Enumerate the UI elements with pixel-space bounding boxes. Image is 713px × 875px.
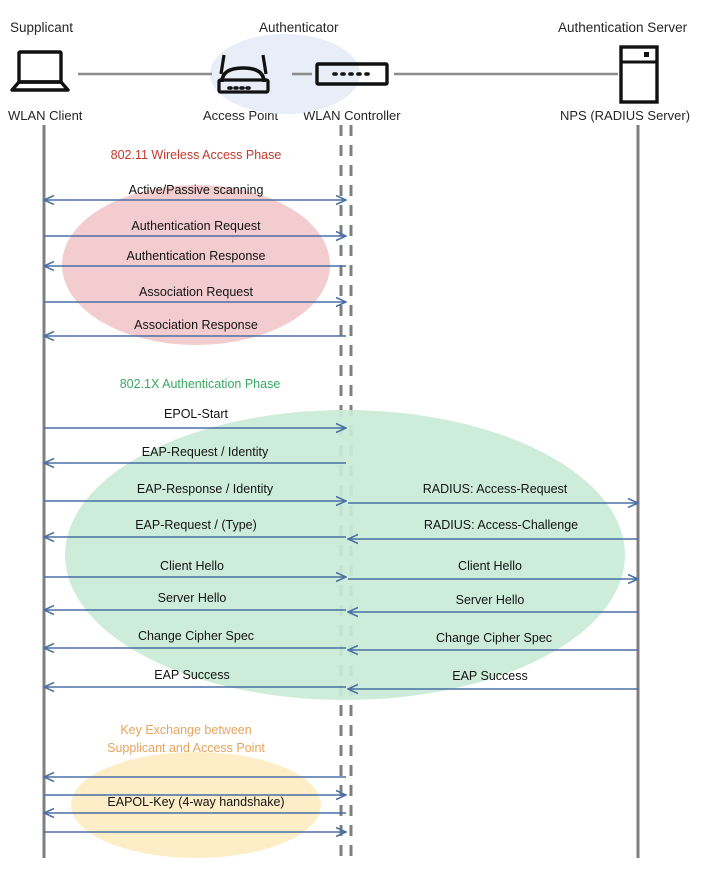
arrows-wireless-access	[44, 200, 346, 336]
wlan-controller-icon	[315, 62, 389, 86]
message-label: Authentication Response	[126, 249, 266, 263]
actor-role-authentication-server: Authentication Server	[558, 20, 688, 35]
message-label: EAP-Response / Identity	[136, 482, 274, 496]
message-label: Association Response	[134, 318, 258, 332]
actor-role-authenticator: Authenticator	[259, 20, 339, 35]
phase-ellipse-dot1x	[65, 410, 625, 700]
message-label: Client Hello	[160, 559, 224, 573]
authenticator-highlight-ellipse	[210, 34, 360, 114]
arrows-dot1x-left	[44, 428, 346, 687]
actor-device-nps-radius-server: NPS (RADIUS Server)	[560, 108, 691, 123]
message-label: EAPOL-Key (4-way handshake)	[107, 795, 285, 809]
message-label: Association Request	[139, 285, 253, 299]
message-label: Server Hello	[157, 591, 227, 605]
phase-ellipse-wireless-access	[62, 185, 330, 345]
message-label: Change Cipher Spec	[435, 631, 553, 645]
message-label: Active/Passive scanning	[128, 183, 264, 197]
actor-device-wlan-client: WLAN Client	[8, 108, 83, 123]
message-label: EAP-Request / Identity	[141, 445, 269, 459]
arrows-dot1x-right	[348, 503, 638, 689]
message-label: Change Cipher Spec	[137, 629, 255, 643]
phase-label-key-exchange-line2: Supplicant and Access Point	[107, 741, 265, 755]
message-label: EAP Success	[154, 668, 230, 682]
message-label: Client Hello	[458, 559, 522, 573]
message-label: RADIUS: Access-Request	[422, 482, 568, 496]
laptop-icon	[10, 50, 70, 92]
message-label: EAP Success	[452, 669, 528, 683]
message-label: Server Hello	[455, 593, 525, 607]
phase-label-key-exchange: Key Exchange between Supplicant and Acce…	[107, 721, 265, 757]
access-point-icon	[217, 54, 270, 94]
phase-label-dot1x: 802.1X Authentication Phase	[119, 377, 281, 391]
message-label: EPOL-Start	[164, 407, 228, 421]
phase-label-key-exchange-line1: Key Exchange between	[120, 723, 252, 737]
actor-device-access-point: Access Point	[203, 108, 279, 123]
arrows-key-exchange	[44, 777, 346, 832]
phase-label-wireless-access: 802.11 Wireless Access Phase	[110, 148, 282, 162]
message-label: RADIUS: Access-Challenge	[423, 518, 579, 532]
actor-device-wlan-controller: WLAN Controller	[303, 108, 401, 123]
message-label: Authentication Request	[131, 219, 261, 233]
server-icon	[619, 45, 659, 104]
actor-role-supplicant: Supplicant	[10, 20, 74, 35]
message-label: EAP-Request / (Type)	[135, 518, 257, 532]
